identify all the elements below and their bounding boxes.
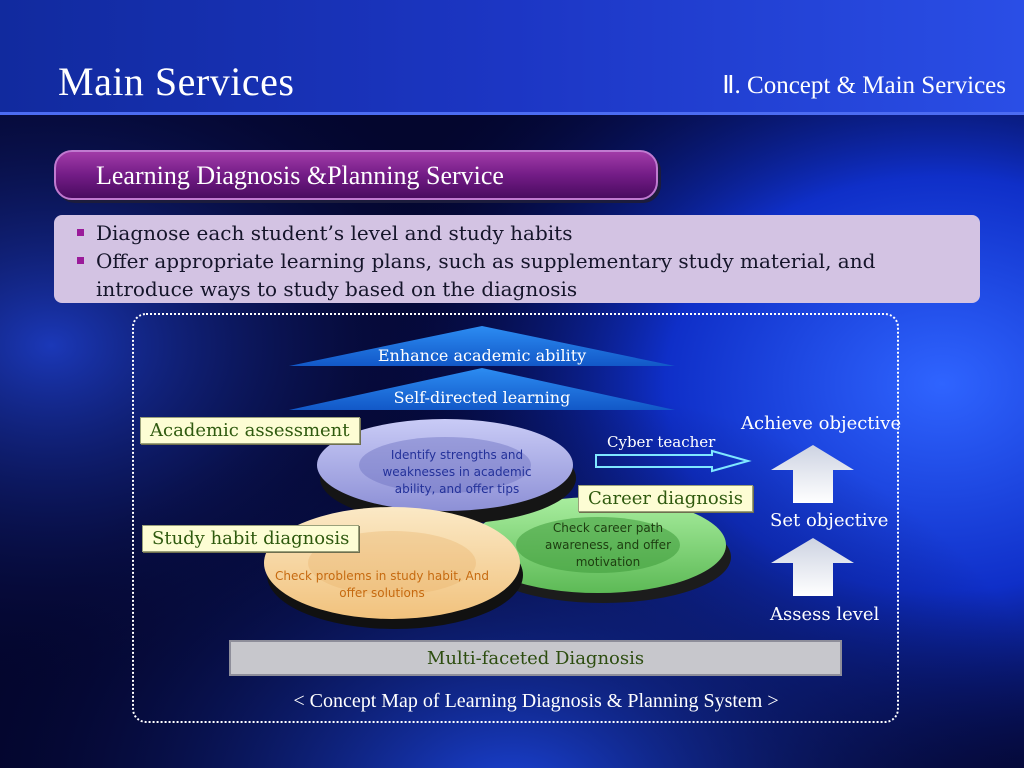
academic-ring — [317, 419, 576, 524]
banner-label: Learning Diagnosis &Planning Service — [96, 161, 504, 190]
diagram-frame — [132, 313, 899, 723]
assess-level-label: Assess level — [770, 604, 880, 625]
arrow-label-enhance: Enhance academic ability — [377, 346, 587, 365]
multi-faceted-diagnosis-bar: Multi-faceted Diagnosis — [229, 640, 842, 676]
career-ring — [470, 497, 731, 603]
service-banner: Learning Diagnosis &Planning Service — [54, 150, 658, 200]
diagram-caption: < Concept Map of Learning Diagnosis & Pl… — [293, 690, 779, 712]
page-title: Main Services — [58, 59, 295, 104]
cyber-teacher-arrow — [595, 449, 752, 473]
academic-ring-text: Identify strengths and weaknesses in aca… — [382, 448, 532, 496]
up-arrow-achieve — [771, 445, 854, 503]
bullet-list: Diagnose each student’s level and study … — [54, 215, 980, 303]
bullet-item: Diagnose each student’s level and study … — [74, 219, 968, 247]
career-ring-text: Check career path awareness, and offer m… — [544, 521, 671, 569]
arrow-label-self-directed: Self-directed learning — [393, 388, 571, 407]
arrow-self-directed-learning — [289, 368, 675, 410]
section-title: Ⅱ. Concept & Main Services — [722, 72, 1006, 99]
academic-assessment-label: Academic assessment — [140, 417, 360, 444]
cyber-teacher-label: Cyber teacher — [607, 433, 716, 451]
bullet-item: Offer appropriate learning plans, such a… — [74, 247, 968, 303]
study-habit-ring-text: Check problems in study habit, And offer… — [275, 569, 489, 600]
achieve-objective-label: Achieve objective — [741, 413, 902, 434]
study-habit-diagnosis-label: Study habit diagnosis — [142, 525, 360, 552]
career-diagnosis-label: Career diagnosis — [578, 485, 753, 512]
up-arrow-set — [771, 538, 854, 596]
arrow-enhance-academic-ability — [289, 326, 675, 366]
set-objective-label: Set objective — [770, 510, 889, 531]
